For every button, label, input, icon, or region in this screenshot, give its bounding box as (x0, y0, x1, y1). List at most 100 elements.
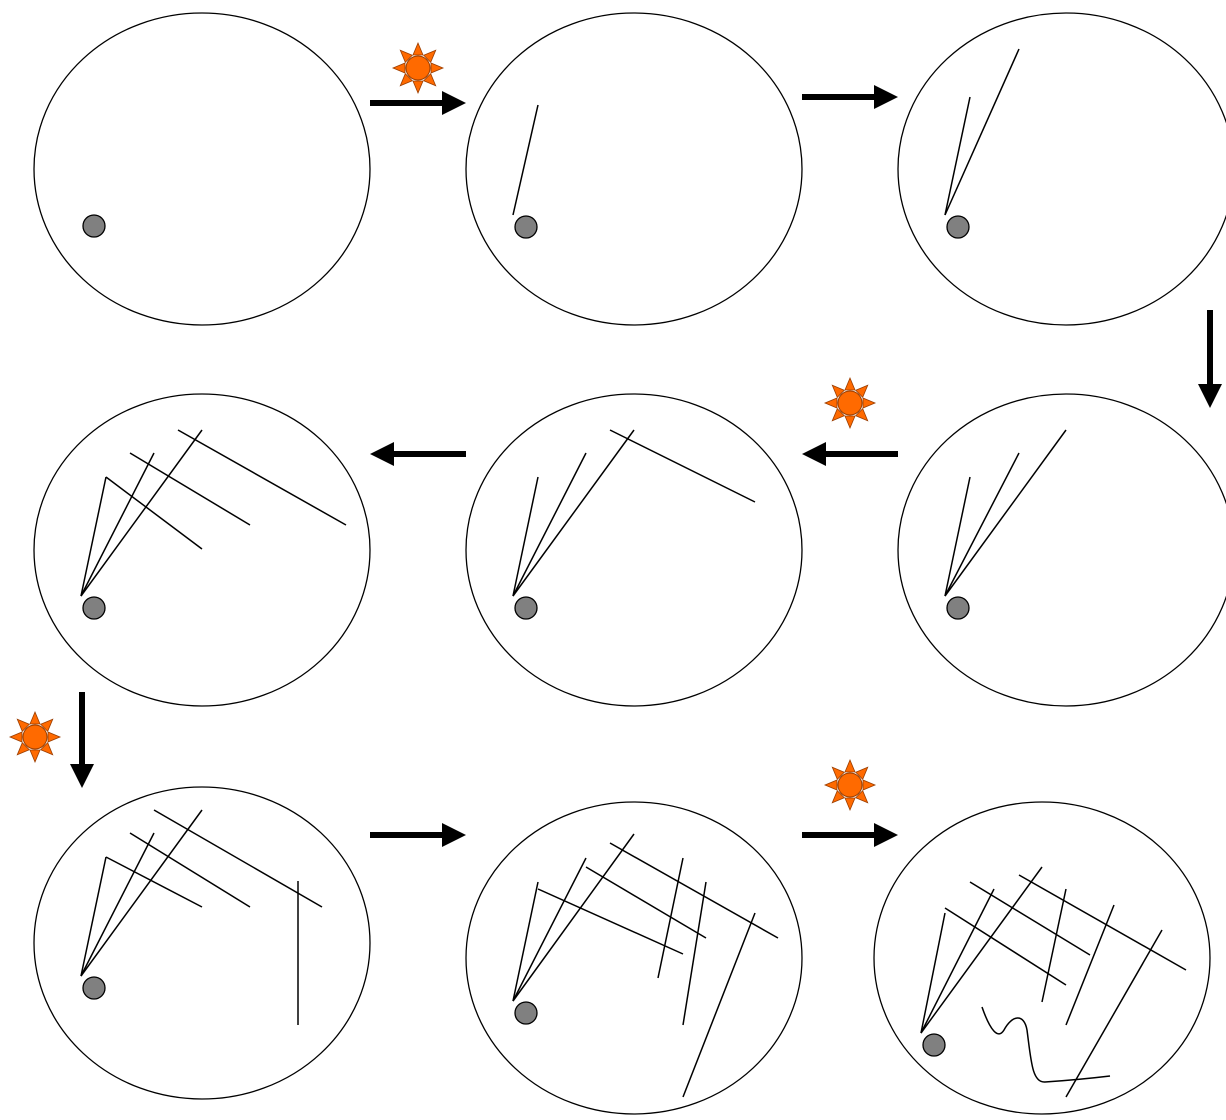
arrow-down-icon (1198, 310, 1222, 408)
growth-line (944, 96, 971, 216)
node-dot-icon (82, 596, 106, 620)
sun-ray (47, 731, 62, 743)
growth-line (609, 429, 756, 503)
panel-circle (465, 393, 803, 707)
sun-ray (430, 62, 445, 74)
arrows-layer (70, 85, 1222, 847)
sun-icon (823, 376, 877, 430)
growth-line (920, 866, 1043, 1034)
sun-ray (823, 397, 838, 409)
arrow-left-icon (802, 442, 898, 466)
sun-ray (39, 741, 54, 756)
sun-ray (831, 407, 846, 422)
sun-ray (422, 72, 437, 87)
growth-line (512, 429, 635, 597)
growth-line (944, 429, 1067, 597)
growth-line (944, 476, 971, 597)
sun-ray (8, 731, 23, 743)
panel-circle (33, 12, 371, 326)
sun-core (837, 390, 863, 416)
growth-line (1065, 929, 1163, 1098)
growth-line (920, 912, 946, 1034)
panel-1 (33, 12, 371, 326)
growth-line (129, 452, 251, 526)
suns-layer (8, 41, 877, 812)
sun-ray (844, 797, 856, 812)
sun-ray (854, 407, 869, 422)
growth-line (1065, 904, 1115, 1026)
node-dot-icon (514, 596, 538, 620)
growth-line (80, 832, 155, 977)
growth-line (657, 857, 684, 979)
growth-line (512, 857, 587, 1002)
sun-ray (16, 741, 31, 756)
sun-ray (412, 41, 424, 56)
arrow-left-icon (370, 442, 466, 466)
panel-5 (465, 393, 803, 707)
growth-line (512, 833, 635, 1002)
sun-ray (854, 766, 869, 781)
growth-line (512, 881, 539, 1002)
panel-4 (897, 393, 1226, 707)
sun-ray (862, 397, 877, 409)
sun-ray (831, 789, 846, 804)
growth-line (105, 856, 203, 908)
arrow-shape (370, 442, 466, 466)
arrow-down-icon (70, 692, 94, 788)
growth-line (944, 48, 1020, 216)
growth-line (80, 452, 155, 597)
sun-core (837, 772, 863, 798)
sun-ray (391, 62, 406, 74)
growth-line (153, 809, 323, 908)
arrow-right-icon (370, 91, 466, 115)
growth-line (585, 866, 707, 939)
sun-ray (854, 384, 869, 399)
sun-ray (16, 718, 31, 733)
sun-ray (422, 49, 437, 64)
arrow-shape (1198, 310, 1222, 408)
node-dot-icon (946, 215, 970, 239)
sun-ray (831, 766, 846, 781)
arrow-shape (70, 692, 94, 788)
arrow-shape (370, 91, 466, 115)
growth-line (609, 842, 779, 939)
growth-line (969, 881, 1091, 956)
node-dot-icon (922, 1033, 946, 1057)
panel-circle (465, 801, 803, 1115)
sun-ray (412, 80, 424, 95)
panel-circle (465, 12, 803, 326)
sun-ray (844, 376, 856, 391)
sun-ray (862, 779, 877, 791)
growth-line (177, 429, 347, 526)
node-dot-icon (514, 1001, 538, 1025)
growth-line (512, 476, 539, 597)
panel-8 (465, 801, 803, 1115)
panel-circle (873, 801, 1211, 1115)
sun-ray (844, 758, 856, 773)
arrow-shape (802, 85, 898, 109)
growth-line (920, 888, 995, 1034)
growth-line (80, 809, 203, 977)
growth-line (129, 832, 251, 908)
sun-icon (8, 710, 62, 764)
sun-ray (29, 710, 41, 725)
arrow-right-icon (802, 823, 898, 847)
arrow-shape (802, 442, 898, 466)
panel-2 (465, 12, 803, 326)
growth-line (1041, 888, 1067, 1003)
sun-core (405, 55, 431, 81)
sun-ray (844, 415, 856, 430)
sun-icon (823, 758, 877, 812)
panel-circle (33, 393, 371, 707)
panel-circle (897, 393, 1226, 707)
growth-line (512, 452, 587, 597)
growth-line (105, 476, 203, 550)
node-dot-icon (946, 596, 970, 620)
sun-ray (399, 72, 414, 87)
growth-line (682, 881, 707, 1026)
panel-7 (33, 786, 371, 1100)
panel-circle (33, 786, 371, 1100)
panel-6 (33, 393, 371, 707)
wavy-line (981, 1006, 1111, 1083)
